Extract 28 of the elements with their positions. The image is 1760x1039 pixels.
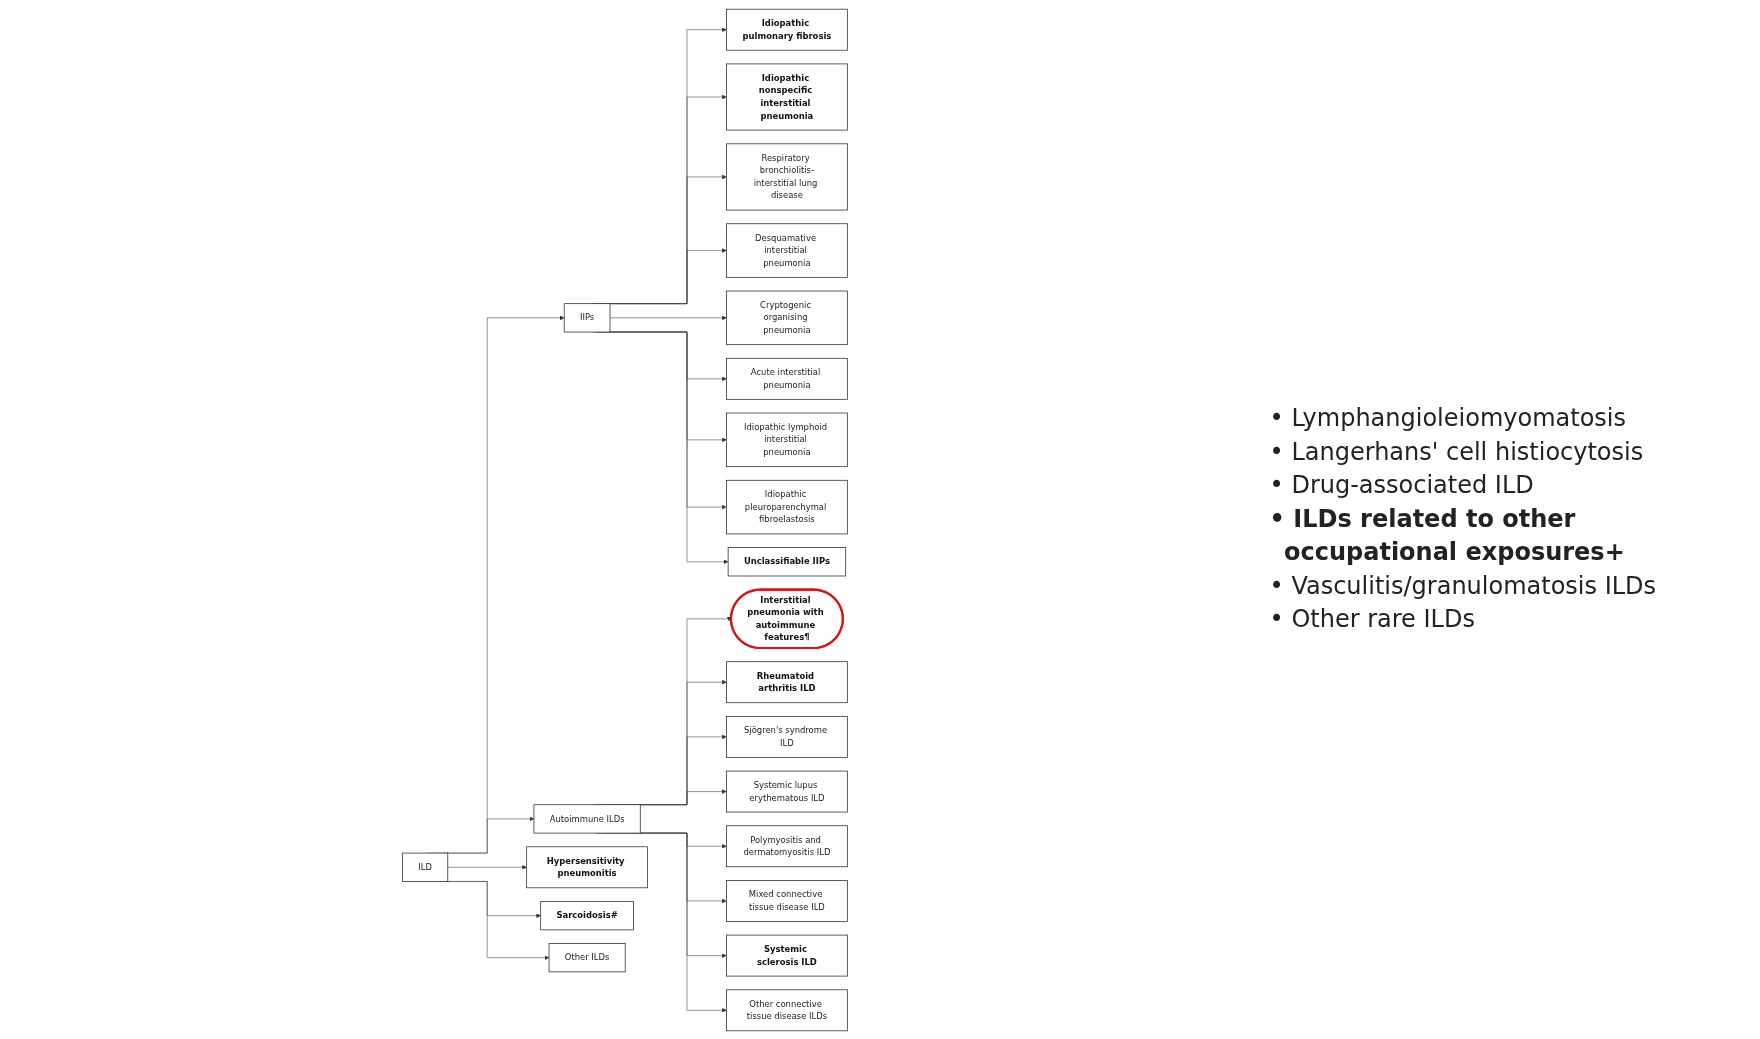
- node-box: Idiopathic pleuroparenchymal fibroelastosis: [726, 479, 848, 534]
- list-item: • Drug-associated ILD: [1268, 470, 1535, 502]
- node-box: Autoimmune ILDs: [533, 803, 641, 833]
- node-box: Systemic sclerosis ILD: [726, 934, 848, 976]
- node-box: Rheumatoid arthritis ILD: [726, 660, 848, 703]
- node-box: Unclassifiable IIPs: [727, 546, 847, 576]
- list-item: • ILDs related to other occupational exposures+: [1268, 503, 1626, 569]
- node-box: Cryptogenic organising pneumonia: [726, 290, 848, 345]
- list-item: • Langerhans' cell histiocytosis: [1268, 436, 1645, 468]
- node-box: Hypersensitivity pneumonitis: [526, 845, 648, 888]
- node-box: Acute interstitial pneumonia: [726, 357, 848, 400]
- node-box: Idiopathic pulmonary fibrosis: [726, 8, 848, 51]
- node-box: Idiopathic nonspecific interstitial pneumonia: [726, 63, 848, 131]
- node-box: Mixed connective tissue disease ILD: [726, 879, 848, 922]
- node-box: ILD: [402, 852, 449, 882]
- node-box: Polymyositis and dermatomyositis ILD: [726, 824, 848, 867]
- node-box: Desquamative interstitial pneumonia: [726, 222, 848, 278]
- node-box: Sarcoidosis#: [540, 900, 634, 930]
- node-box: Other connective tissue disease ILDs: [726, 988, 848, 1031]
- list-item: • Other rare ILDs: [1268, 604, 1476, 636]
- node-box: Idiopathic lymphoid interstitial pneumonia: [726, 412, 848, 467]
- node-box: IIPs: [563, 302, 611, 332]
- list-item: • Vasculitis/granulomatosis ILDs: [1268, 570, 1658, 602]
- node-box: Other ILDs: [548, 942, 626, 972]
- node-box: Systemic lupus erythematous ILD: [726, 770, 848, 812]
- node-box: Respiratory bronchiolitis-interstitial lung disease: [726, 142, 848, 210]
- node-box: Sjögren's syndrome ILD: [726, 715, 848, 758]
- list-item: • Lymphangioleiomyomatosis: [1268, 402, 1627, 434]
